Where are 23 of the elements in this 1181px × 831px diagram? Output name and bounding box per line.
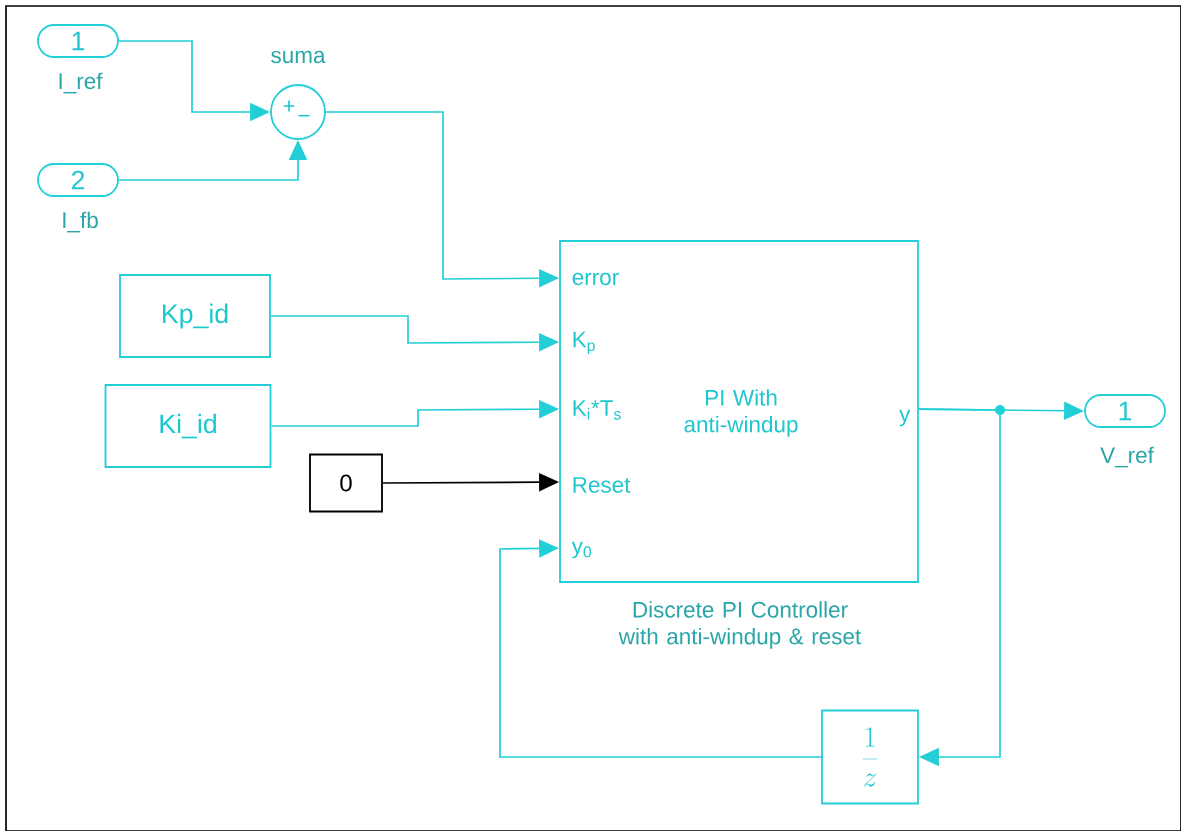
block-caption: Discrete PI Controller with anti-windup & reset <box>618 601 862 649</box>
minus-sign: − <box>298 114 310 117</box>
constant-block: 0 <box>309 453 383 513</box>
port-label: K$_{p}$ <box>573 331 595 355</box>
outport-block: 1 <box>1084 394 1166 428</box>
inport-block: 1 <box>37 24 119 58</box>
connector-arrow <box>499 539 822 758</box>
port-label: Reset <box>573 477 631 493</box>
port-label: error <box>572 272 619 286</box>
block-label: suma <box>271 50 326 64</box>
connector-arrow <box>918 408 1001 767</box>
block-label: V_ref <box>1100 446 1154 468</box>
port-label: y <box>899 409 911 427</box>
block-text: PI With anti-windup <box>684 389 798 437</box>
delay-block: $\frac{1}{z}$ <box>821 709 919 805</box>
port-label: y$_{0}$ <box>571 541 592 559</box>
block-label: I_ref <box>59 72 103 94</box>
plus-sign: + <box>283 100 295 112</box>
constant-block: Kp_id <box>119 274 271 358</box>
port-label: K$_{i}$*T$_{s}$ <box>573 400 621 420</box>
constant-block: Ki_id <box>104 384 272 468</box>
inport-block: 2 <box>37 163 119 197</box>
block-label: I_fb <box>63 211 98 233</box>
